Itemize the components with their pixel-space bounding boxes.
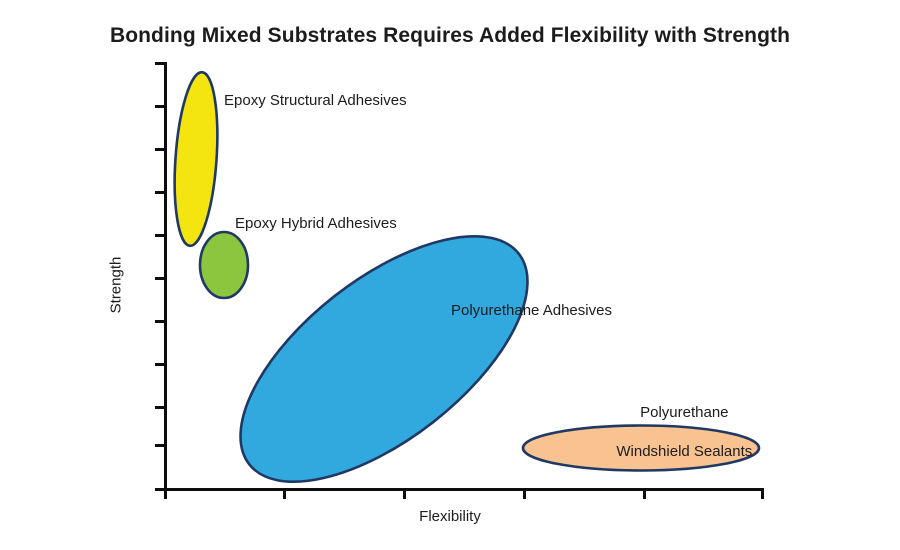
label-polyurethane-adhesives: Polyurethane Adhesives	[451, 302, 612, 319]
y-axis-ticks	[155, 62, 166, 491]
bubble-epoxy-hybrid[interactable]	[198, 230, 250, 300]
x-axis-ticks	[164, 489, 764, 499]
label-windshield-line2: Windshield Sealants	[616, 443, 753, 461]
label-epoxy-hybrid: Epoxy Hybrid Adhesives	[235, 215, 397, 232]
label-windshield-sealants: Polyurethane Windshield Sealants	[571, 383, 781, 482]
bubble-polyurethane-adhesives[interactable]	[200, 191, 568, 528]
x-axis-label: Flexibility	[419, 508, 481, 525]
y-axis-label: Strength	[107, 256, 125, 314]
y-axis-label-wrapper: Strength	[96, 240, 136, 330]
label-epoxy-structural: Epoxy Structural Adhesives	[224, 92, 407, 109]
bubble-epoxy-structural[interactable]	[169, 70, 222, 248]
label-windshield-line1: Polyurethane	[640, 403, 729, 421]
bubble-windshield-sealants[interactable]	[521, 424, 761, 472]
chart-title: Bonding Mixed Substrates Requires Added …	[109, 24, 791, 47]
